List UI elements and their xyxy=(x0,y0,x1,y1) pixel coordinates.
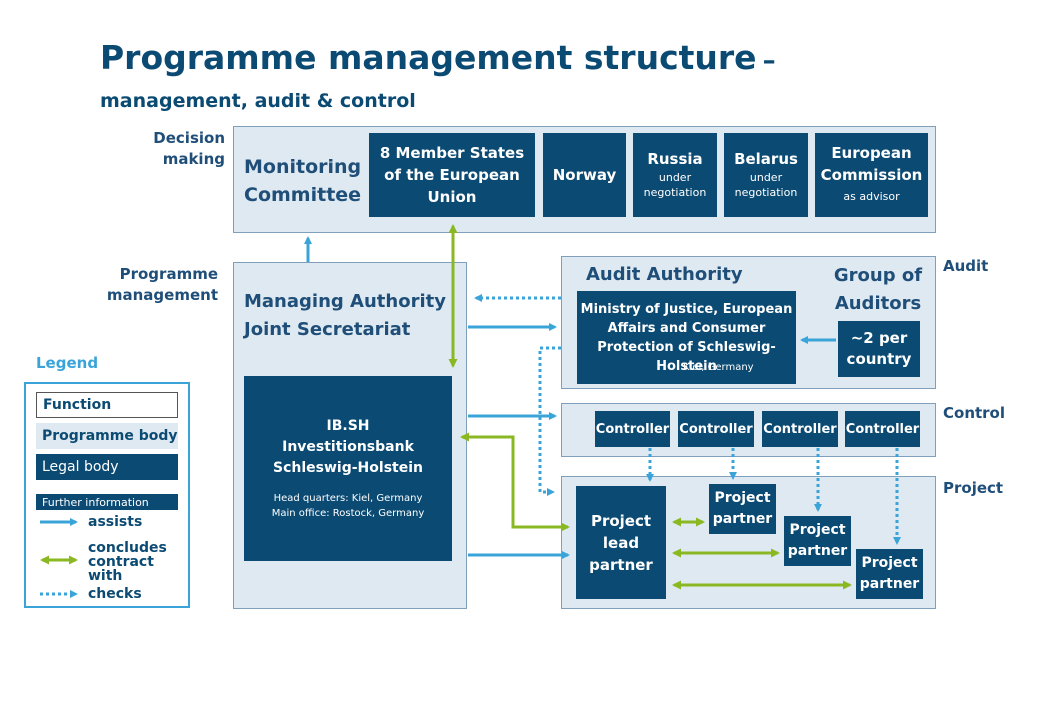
member-box-european-commission: European Commission as advisor xyxy=(815,133,928,217)
row-label-project: Project xyxy=(943,479,1004,497)
auditors-per-country-box: ~2 per country xyxy=(838,321,920,377)
page-title: Programme management structure– xyxy=(100,38,776,77)
controller-box: Controller xyxy=(845,411,920,447)
legend-programme-body-swatch: Programme body xyxy=(36,423,178,449)
project-lead-partner-box: Project lead partner xyxy=(576,486,666,599)
member-box-russia: Russia under negotiation xyxy=(633,133,717,217)
ministry-note: Kiel, Germany xyxy=(683,362,754,373)
monitoring-committee-title: Monitoring Committee xyxy=(244,156,362,206)
ib-sh-box: IB.SH Investitionsbank Schleswig-Holstei… xyxy=(244,376,452,561)
legend-concludes-label: concludes contract with xyxy=(88,540,167,584)
row-label-programme: Programme management xyxy=(106,265,218,304)
member-box-norway: Norway xyxy=(543,133,626,217)
controller-box: Controller xyxy=(678,411,754,447)
audit-authority-title: Audit Authority xyxy=(586,264,743,285)
row-label-decision: Decision making xyxy=(153,129,225,168)
controller-box: Controller xyxy=(762,411,838,447)
ministry-box: Ministry of Justice, European Affairs an… xyxy=(577,291,796,384)
check-arrow xyxy=(538,346,561,496)
group-of-auditors-title: Group of Auditors xyxy=(833,265,923,314)
member-box-eu: 8 Member States of the European Union xyxy=(369,133,535,217)
contract-arrow xyxy=(460,432,570,532)
legend-title: Legend xyxy=(36,354,99,372)
legend-assists-label: assists xyxy=(88,514,143,530)
project-partner-box: Project partner xyxy=(856,549,923,599)
row-label-control: Control xyxy=(943,404,1006,422)
legend-function-swatch: Function xyxy=(36,392,178,418)
controller-box: Controller xyxy=(595,411,670,447)
legend-arrow-samples xyxy=(40,518,78,598)
page-subtitle: management, audit & control xyxy=(100,90,416,112)
project-partner-box: Project partner xyxy=(709,484,776,534)
legend-further-info-swatch: Further information xyxy=(36,494,178,510)
project-partner-box: Project partner xyxy=(784,516,851,566)
row-label-audit: Audit xyxy=(943,257,989,275)
legend-box: Function Programme body Legal body Furth… xyxy=(24,382,190,608)
managing-authority-title: Managing Authority Joint Secretariat xyxy=(244,291,446,340)
legend-checks-label: checks xyxy=(88,586,142,602)
legend-legal-body-swatch: Legal body xyxy=(36,454,178,480)
member-box-belarus: Belarus under negotiation xyxy=(724,133,808,217)
